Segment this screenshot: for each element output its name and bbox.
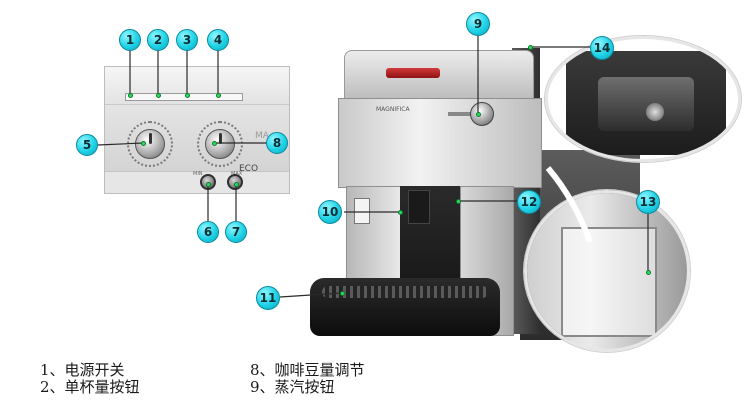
legend-right-column: 8、咖啡豆量调节 9、蒸汽按钮	[250, 362, 365, 396]
control-panel-bottom	[105, 171, 289, 193]
callout-badge-8: 8	[266, 132, 288, 154]
indicator-dot-8	[212, 141, 217, 146]
panel-label-mag: MA	[255, 131, 269, 141]
coffee-spout	[408, 190, 430, 224]
indicator-dot-9	[476, 112, 481, 117]
machine-label-tag	[354, 198, 370, 224]
left-dial	[135, 129, 165, 159]
indicator-dot-3	[185, 93, 190, 98]
bean-hopper-detail	[545, 36, 741, 162]
legend-item-1: 1、电源开关	[40, 361, 125, 379]
leader-line-11	[279, 292, 343, 298]
legend-item-8: 8、咖啡豆量调节	[250, 361, 365, 379]
detail-connector-13	[545, 166, 593, 244]
indicator-dot-11	[340, 291, 345, 296]
legend-item-2: 2、单杯量按钮	[40, 378, 140, 396]
callout-badge-6: 6	[197, 221, 219, 243]
brand-logo	[386, 68, 440, 78]
steam-knob	[470, 102, 494, 126]
control-button-row	[125, 93, 243, 101]
indicator-dot-12	[456, 199, 461, 204]
callout-badge-3: 3	[176, 29, 198, 51]
eco-label: ECO	[239, 164, 259, 174]
callout-badge-7: 7	[225, 221, 247, 243]
legend-left-column: 1、电源开关 2、单杯量按钮	[40, 362, 140, 396]
bean-hopper	[598, 77, 694, 131]
callout-badge-5: 5	[76, 134, 98, 156]
indicator-dot-2	[156, 93, 161, 98]
control-panel-photo: MA MIN MAX	[104, 66, 290, 194]
drip-tray	[310, 278, 500, 336]
indicator-dot-1	[128, 93, 133, 98]
callout-badge-14: 14	[590, 36, 614, 60]
callout-badge-4: 4	[207, 29, 229, 51]
grinder-screw	[646, 103, 664, 121]
water-tank	[561, 227, 657, 337]
indicator-dot-10	[398, 210, 403, 215]
callout-badge-13: 13	[636, 190, 660, 214]
callout-badge-11: 11	[256, 286, 280, 310]
indicator-dot-6	[206, 182, 211, 187]
callout-badge-1: 1	[119, 29, 141, 51]
indicator-dot-14	[528, 45, 533, 50]
indicator-dot-7	[234, 182, 239, 187]
callout-badge-9: 9	[466, 12, 490, 36]
leader-line-5	[97, 142, 144, 146]
indicator-dot-13	[646, 270, 651, 275]
water-tank-detail	[524, 190, 690, 352]
callout-badge-10: 10	[318, 200, 342, 224]
steam-lever	[448, 112, 480, 116]
right-dial-ring	[197, 121, 243, 167]
indicator-dot-5	[141, 141, 146, 146]
legend-item-9: 9、蒸汽按钮	[250, 378, 335, 396]
panel-label-min: MIN	[193, 171, 203, 177]
right-dial	[205, 129, 235, 159]
machine-brand-text: MAGNIFICA	[376, 106, 410, 113]
indicator-dot-4	[216, 93, 221, 98]
drip-tray-grill	[322, 286, 488, 298]
callout-badge-2: 2	[147, 29, 169, 51]
callout-badge-12: 12	[517, 190, 541, 214]
